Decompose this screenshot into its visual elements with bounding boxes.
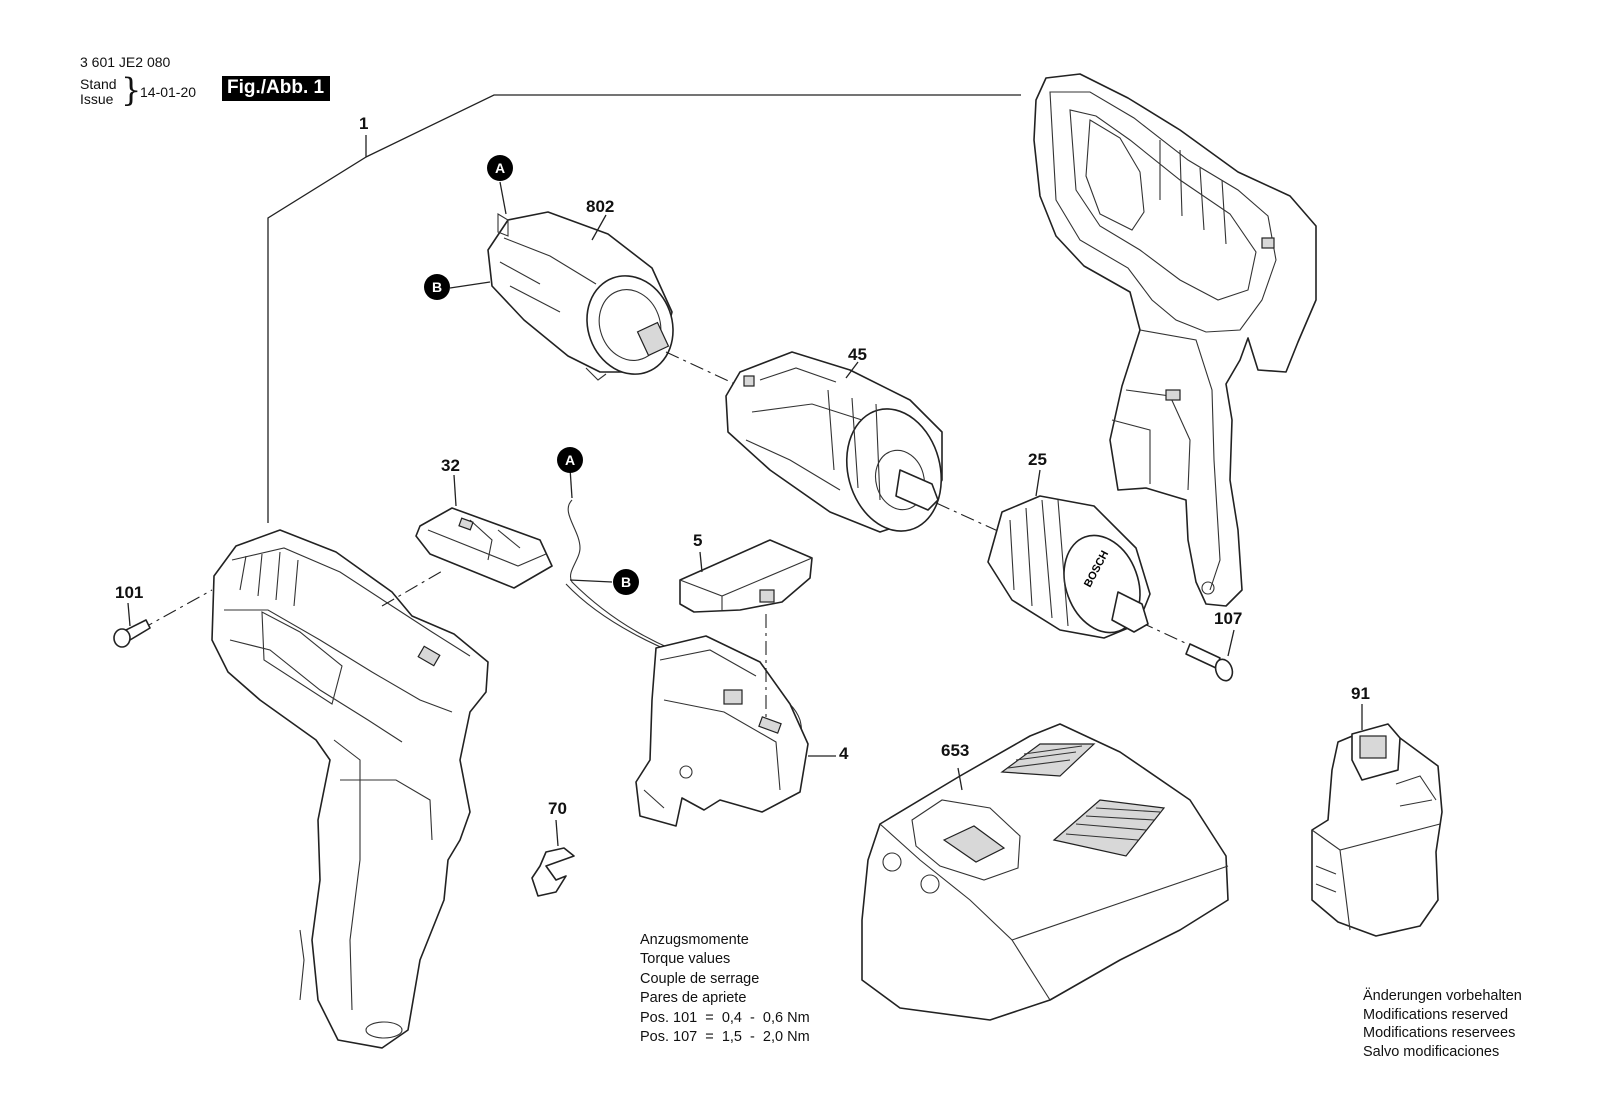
modification-line-de: Änderungen vorbehalten [1363, 988, 1522, 1004]
leader-part-802 [591, 214, 607, 241]
leader-part-70 [555, 819, 559, 847]
housing-left-half [211, 529, 489, 1049]
stand-label: Stand [80, 76, 117, 92]
charger-vent-lower [1052, 799, 1166, 857]
leader-marker-a-motor [499, 181, 507, 215]
leader-part-45 [845, 361, 859, 379]
battery-91 [1311, 723, 1443, 937]
drawing-number: 3 601 JE2 080 [80, 54, 171, 70]
screw-107 [1185, 643, 1234, 682]
modification-line-es: Salvo modificaciones [1363, 1043, 1500, 1060]
marker-b-motor: B [424, 274, 450, 300]
leader-part-101 [127, 602, 131, 627]
part-label-107: 107 [1214, 609, 1243, 628]
axis-chuck-screw [1139, 621, 1197, 649]
charger-vent-upper [1000, 743, 1096, 777]
part-label-4: 4 [839, 744, 849, 763]
part-label-1: 1 [359, 114, 369, 133]
leader-part-32 [453, 474, 457, 507]
leader-marker-a-wire [569, 467, 573, 499]
svg-text:A: A [565, 452, 575, 468]
part-label-653: 653 [941, 741, 970, 760]
torque-pos-107: Pos. 107 = 1,5 - 2,0 Nm [640, 1029, 810, 1046]
gearbox-45 [725, 351, 943, 533]
part-label-5: 5 [693, 531, 703, 550]
torque-line-de: Anzugsmomente [640, 932, 749, 948]
issue-label: Issue [80, 91, 114, 107]
axis-gearbox-chuck [911, 491, 1001, 533]
leader-marker-b-motor [449, 281, 491, 289]
part-label-91: 91 [1351, 684, 1370, 703]
leader-part-1-housing [365, 94, 1021, 158]
marker-a-motor: A [487, 155, 513, 181]
screw-101 [113, 589, 213, 648]
issue-date: 14-01-20 [140, 84, 197, 100]
part-5 [679, 539, 813, 613]
part-label-45: 45 [848, 345, 867, 364]
marker-b-wire: B [613, 569, 639, 595]
part-label-32: 32 [441, 456, 460, 475]
axis-cover-32 [381, 569, 445, 607]
housing-right-half [1033, 73, 1317, 607]
chuck-25 [987, 495, 1151, 639]
part-label-25: 25 [1028, 450, 1047, 469]
svg-text:A: A [495, 160, 505, 176]
svg-text:B: B [621, 574, 631, 590]
leader-part-5 [699, 551, 703, 573]
wire-a [567, 499, 803, 753]
figure-label: Fig./Abb. 1 [222, 76, 331, 101]
header-brace: } [121, 71, 142, 109]
leader-part-653 [957, 767, 963, 791]
leader-part-25 [1035, 469, 1041, 497]
part-label-70: 70 [548, 799, 567, 818]
leader-part-1 [267, 135, 367, 523]
modification-line-en: Modifications reserved [1363, 1006, 1509, 1023]
motor-802 [487, 211, 674, 381]
torque-line-en: Torque values [640, 951, 731, 968]
torque-pos-101: Pos. 101 = 0,4 - 0,6 Nm [640, 1009, 810, 1026]
leader-part-107 [1227, 629, 1235, 657]
cover-32 [415, 507, 553, 589]
leader-marker-b-wire [569, 579, 613, 583]
charger-653 [861, 723, 1229, 1021]
marker-a-wire: A [557, 447, 583, 473]
part-label-101: 101 [115, 583, 144, 602]
torque-line-fr: Couple de serrage [640, 970, 760, 987]
modification-notes: Änderungen vorbehalten Modifications res… [1363, 987, 1522, 1061]
part-label-802: 802 [586, 197, 615, 216]
clip-70 [531, 847, 575, 897]
modification-line-fr: Modifications reservees [1363, 1025, 1516, 1041]
svg-text:B: B [432, 279, 442, 295]
torque-notes: Anzugsmomente Torque values Couple de se… [640, 931, 810, 1047]
switch-4 [635, 635, 809, 827]
torque-line-es: Pares de apriete [640, 990, 747, 1007]
